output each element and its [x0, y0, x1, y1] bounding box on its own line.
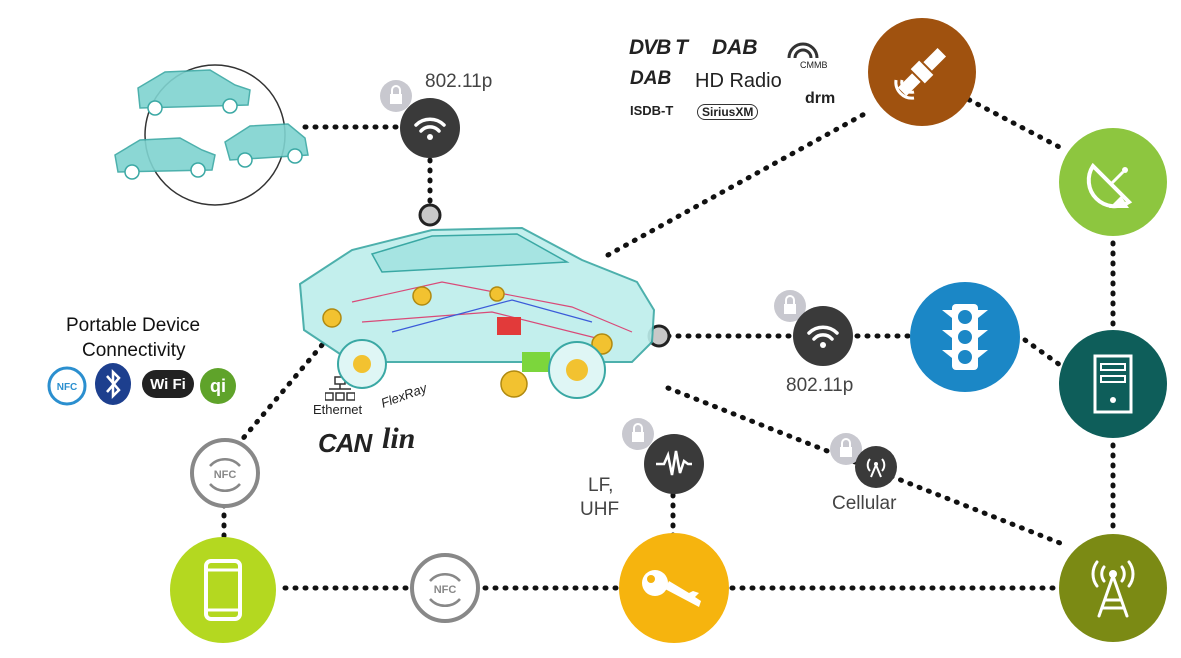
cell-tower-icon	[1059, 534, 1167, 642]
dvbt-logo: DVB T	[629, 36, 688, 59]
link-satellite-dish	[957, 92, 1068, 153]
traffic-light-icon	[910, 282, 1020, 392]
lin-logo: lin	[382, 422, 416, 455]
signal-wave-icon	[644, 434, 704, 494]
ethernet-label: Ethernet	[313, 402, 363, 417]
svg-text:qi: qi	[210, 376, 226, 396]
nfc-icon: NFC	[190, 438, 260, 508]
cmmb-icon	[785, 40, 821, 67]
wifi-icon	[793, 306, 853, 366]
lf-label: LF,	[588, 475, 614, 496]
hd-radio-logo: HD Radio	[695, 70, 782, 92]
key-icon	[619, 533, 729, 643]
lock-icon	[622, 418, 654, 450]
lock-icon	[380, 80, 412, 112]
can-logo: CAN	[318, 428, 372, 458]
nfc-text: NFC	[434, 584, 457, 596]
wifi-logo-text: Wi Fi	[150, 375, 186, 393]
satellite-dish-icon	[1059, 128, 1167, 236]
portable-label-2: Connectivity	[82, 340, 186, 361]
portable-label-1: Portable Device	[66, 315, 201, 336]
connected-vehicle	[292, 212, 662, 422]
wifi-mid-label: 802.11p	[786, 375, 854, 396]
wifi-top-label: 802.11p	[425, 71, 493, 92]
wifi-logo: Wi Fi	[142, 370, 194, 398]
wifi-icon	[400, 98, 460, 158]
vehicle-platoon	[110, 60, 310, 220]
uhf-label: UHF	[580, 499, 620, 520]
nfc-icon: NFC	[410, 553, 480, 623]
link-traffic-server	[1022, 337, 1063, 368]
smartphone-icon	[170, 537, 276, 643]
isdbt-logo: ISDB-T	[630, 103, 674, 118]
drm-logo: drm	[805, 90, 836, 107]
siriusxm-logo: SiriusXM	[697, 104, 759, 120]
bluetooth-icon	[93, 362, 133, 411]
cellular-label: Cellular	[832, 493, 897, 514]
link-car-nfc	[237, 342, 325, 445]
antenna-icon	[855, 446, 897, 488]
dab-top-logo: DAB	[712, 36, 758, 59]
nfc-logo: NFC	[47, 366, 87, 411]
nfc-text: NFC	[214, 469, 237, 481]
satellite-icon	[868, 18, 976, 126]
server-icon	[1059, 330, 1167, 438]
svg-text:NFC: NFC	[57, 382, 78, 393]
car-port-top	[418, 203, 442, 227]
link-car-satellite	[605, 109, 871, 258]
qi-icon: qi	[198, 366, 238, 411]
dab-logo: DAB	[630, 68, 672, 89]
cmmb-logo: CMMB	[800, 60, 828, 70]
